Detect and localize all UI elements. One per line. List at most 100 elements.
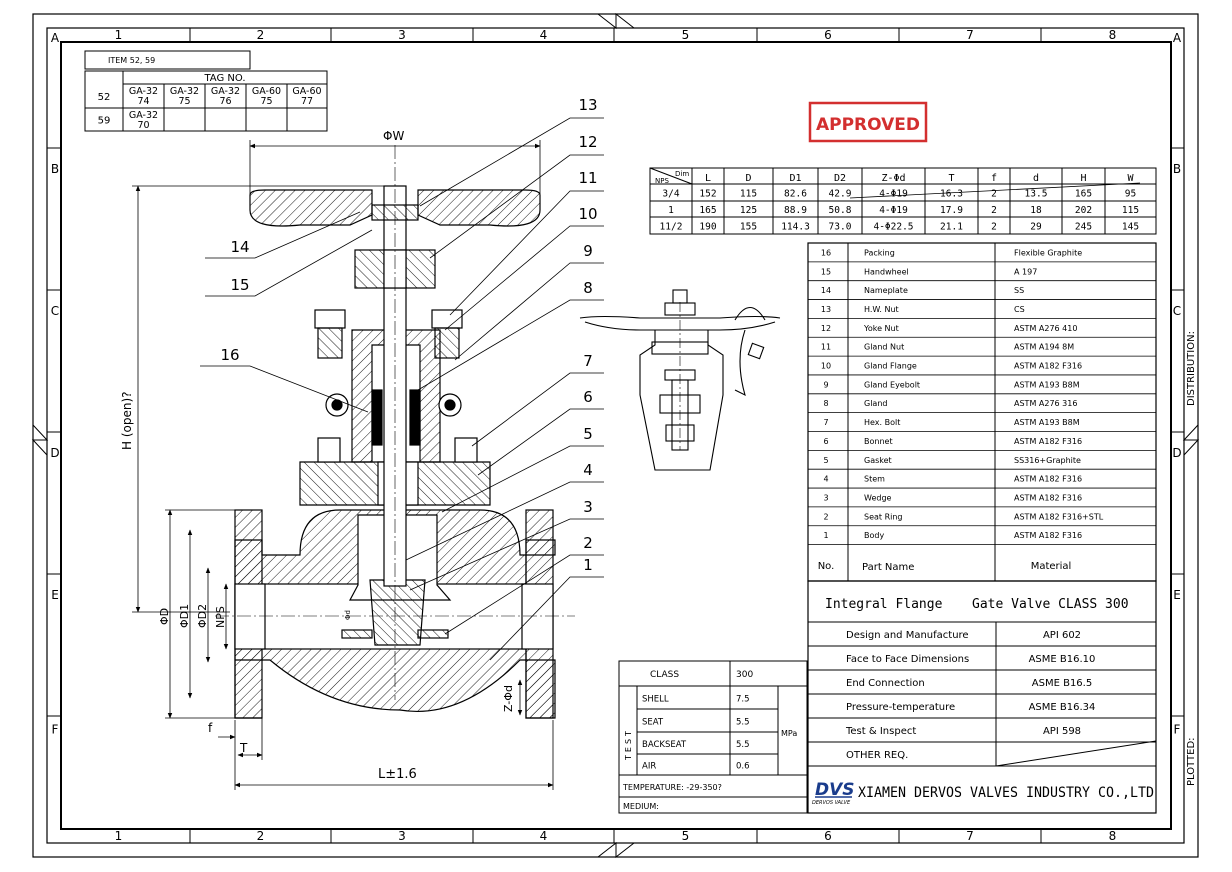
part-no: 12 — [821, 324, 831, 333]
part-no: 7 — [823, 418, 828, 427]
class-value: 300 — [736, 670, 753, 680]
callout-leader — [405, 481, 604, 561]
row-label-right: F — [1174, 723, 1181, 737]
test-row-value: 5.5 — [736, 740, 750, 750]
valve-side-view — [579, 289, 781, 471]
part-name: Stem — [864, 475, 885, 484]
dim-cell: 4-Φ22.5 — [873, 222, 913, 233]
callout-leader — [205, 211, 361, 259]
callout-leader — [429, 154, 604, 259]
spec-value: API 598 — [1043, 726, 1081, 737]
callout-number: 14 — [230, 238, 249, 256]
row-label-right: B — [1173, 162, 1181, 176]
dim-h: H (open)? — [120, 391, 134, 450]
tag-header: TAG NO. — [203, 73, 245, 84]
plotted-label: PLOTTED: — [1186, 737, 1197, 786]
item-number: 52 — [98, 92, 111, 103]
parts-header-no: No. — [818, 561, 835, 572]
part-no: 13 — [821, 305, 831, 314]
dim-header: W — [1127, 173, 1134, 184]
part-material: SS316+Graphite — [1014, 456, 1081, 465]
tag-number-suffix: 75 — [178, 96, 190, 107]
dim-d: ΦD — [158, 608, 171, 625]
tag-number: GA-32 — [129, 86, 158, 97]
dim-header: L — [705, 173, 711, 184]
callout-number: 11 — [578, 169, 597, 187]
column-label-top: 2 — [257, 28, 265, 42]
test-row-label: SEAT — [642, 718, 664, 728]
dim-header: D — [745, 173, 751, 184]
row-label-left: E — [51, 588, 59, 602]
part-name: Gasket — [864, 456, 892, 465]
callout-number: 3 — [583, 498, 593, 516]
column-label-bottom: 5 — [682, 829, 690, 843]
part-no: 8 — [823, 399, 828, 408]
dim-cell: 114.3 — [781, 222, 810, 233]
packing-right — [409, 389, 421, 446]
dim-header: d — [1033, 173, 1039, 184]
tag-number-suffix: 77 — [301, 96, 313, 107]
test-label: TEST — [624, 728, 633, 761]
test-unit: MPa — [781, 729, 797, 738]
dim-cell: 115 — [1122, 205, 1139, 216]
callout-number: 13 — [578, 96, 597, 114]
part-material: ASTM A182 F316+STL — [1014, 512, 1104, 521]
column-label-top: 5 — [682, 28, 690, 42]
part-name: Gland Flange — [864, 362, 917, 371]
column-label-top: 1 — [115, 28, 123, 42]
part-name: Gland Eyebolt — [864, 380, 920, 389]
seat-ring-right — [417, 629, 449, 639]
callout-number: 12 — [578, 133, 597, 151]
dim-cell: 13.5 — [1025, 189, 1048, 200]
part-no: 1 — [823, 531, 828, 540]
company-name: XIAMEN DERVOS VALVES INDUSTRY CO.,LTD — [858, 785, 1154, 801]
callout-number: 7 — [583, 352, 593, 370]
dim-cell: 88.9 — [784, 205, 807, 216]
part-name: Nameplate — [864, 286, 908, 295]
part-material: ASTM A276 410 — [1014, 324, 1077, 333]
dim-f: f — [208, 721, 213, 735]
callout-leader — [444, 554, 604, 635]
callout-number: 15 — [230, 276, 249, 294]
dim-header: H — [1080, 173, 1086, 184]
spec-label: Design and Manufacture — [846, 630, 969, 641]
dim-l: L±1.6 — [378, 767, 417, 782]
part-material: CS — [1014, 305, 1025, 314]
part-material: Flexible Graphite — [1014, 248, 1082, 257]
part-no: 3 — [823, 493, 828, 502]
callout-leader — [205, 229, 373, 297]
dim-header: D1 — [789, 173, 801, 184]
approved-stamp: APPROVED — [808, 101, 928, 143]
parts-header-material: Material — [1031, 561, 1072, 572]
part-name: Hex. Bolt — [864, 418, 900, 427]
dim-cell: 29 — [1030, 222, 1042, 233]
dim-nps: NPS — [214, 606, 227, 628]
part-no: 2 — [823, 512, 828, 521]
tag-number: GA-32 — [170, 86, 199, 97]
tag-number-suffix: 74 — [137, 96, 149, 107]
dim-cell: 4-Φ19 — [879, 205, 908, 216]
dim-cell: 125 — [740, 205, 757, 216]
column-label-bottom: 3 — [398, 829, 406, 843]
part-name: Seat Ring — [864, 512, 903, 521]
callout-leader — [471, 372, 604, 447]
dim-cell: 42.9 — [829, 189, 852, 200]
handwheel — [249, 189, 541, 227]
part-no: 14 — [821, 286, 831, 295]
column-label-bottom: 8 — [1109, 829, 1117, 843]
row-label-right: A — [1173, 31, 1182, 45]
class-label: CLASS — [650, 670, 679, 680]
part-material: ASTM A193 B8M — [1014, 418, 1080, 427]
dim-cell: 245 — [1075, 222, 1092, 233]
column-label-top: 8 — [1109, 28, 1117, 42]
callout-number: 6 — [583, 388, 593, 406]
logo-text: DVS — [815, 780, 855, 800]
test-row-label: SHELL — [642, 695, 669, 705]
part-no: 16 — [821, 248, 831, 257]
dim-header: f — [991, 173, 997, 184]
